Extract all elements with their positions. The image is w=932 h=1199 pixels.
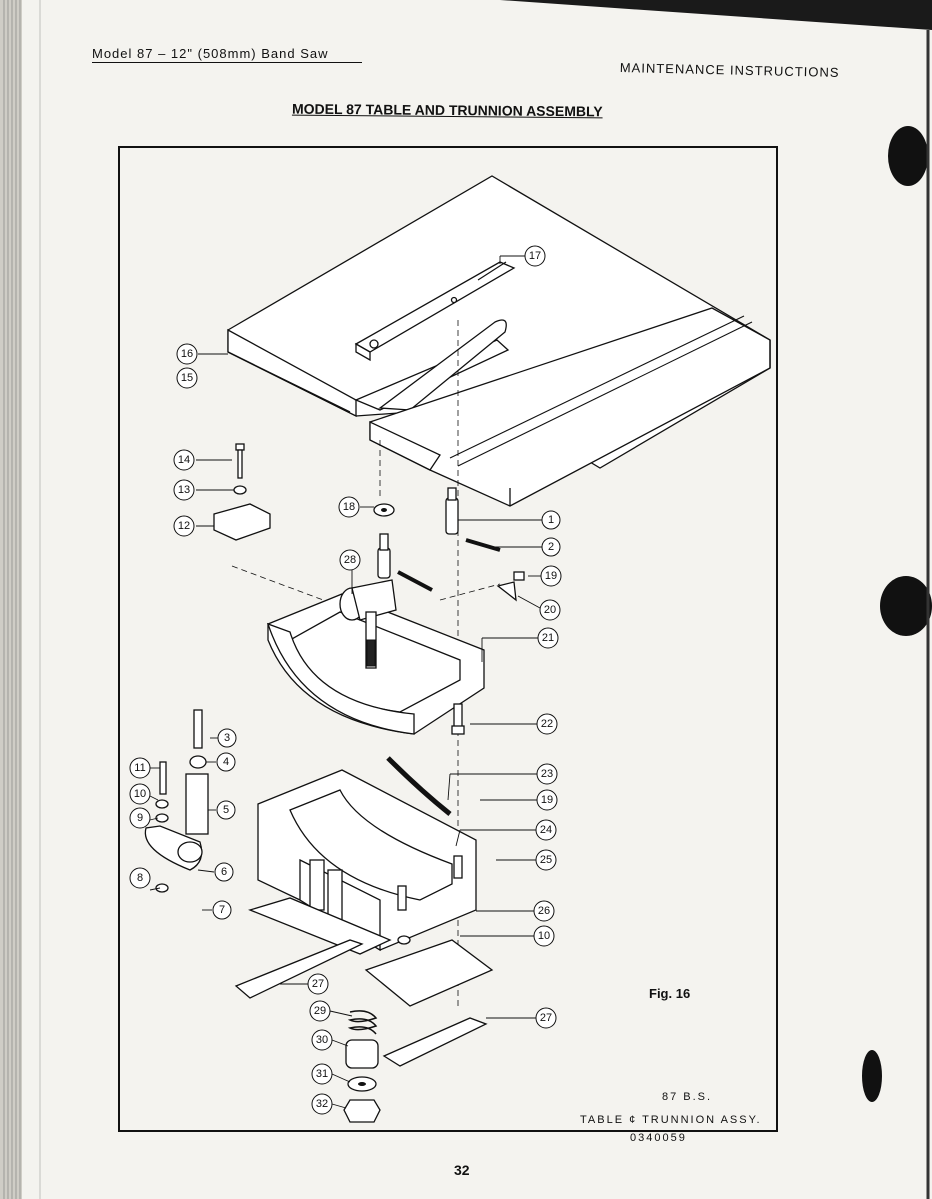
callout-6: 6 [214, 862, 234, 882]
callout-22: 22 [536, 713, 558, 735]
table-right-half [369, 307, 771, 507]
callout-11: 11 [129, 757, 151, 779]
callout-7: 7 [212, 900, 232, 920]
callout-26: 26 [533, 900, 555, 922]
svg-text:9: 9 [137, 812, 143, 824]
svg-text:31: 31 [316, 1068, 328, 1080]
leader-lines [149, 255, 542, 1109]
svg-text:15: 15 [181, 372, 193, 384]
svg-text:14: 14 [178, 454, 190, 466]
svg-text:8: 8 [137, 872, 143, 884]
svg-text:25: 25 [540, 854, 552, 866]
svg-text:13: 13 [178, 484, 190, 496]
header-model: Model 87 – 12" (508mm) Band Saw [92, 46, 362, 63]
svg-text:32: 32 [316, 1098, 328, 1110]
callout-24: 24 [535, 819, 557, 841]
callout-10-left: 10 [129, 783, 151, 805]
svg-text:4: 4 [223, 756, 229, 768]
svg-text:18: 18 [343, 501, 355, 513]
callout-28: 28 [339, 549, 361, 571]
svg-text:20: 20 [544, 604, 556, 616]
callout-16: 16 [176, 343, 198, 365]
bottom-stack [343, 1010, 381, 1123]
callout-19-lower: 19 [536, 789, 558, 811]
lower-trunnion [257, 756, 477, 952]
callout-4: 4 [216, 752, 236, 772]
upper-trunnion [266, 579, 485, 735]
table-insert-strip [354, 261, 516, 362]
svg-text:21: 21 [542, 632, 554, 644]
figure-frame [118, 146, 778, 1132]
callout-3: 3 [217, 728, 237, 748]
callout-27-left: 27 [307, 973, 329, 995]
callout-9: 9 [129, 807, 151, 829]
svg-text:23: 23 [541, 768, 553, 780]
svg-text:29: 29 [314, 1005, 326, 1017]
svg-text:30: 30 [316, 1034, 328, 1046]
callout-10-right: 10 [533, 925, 555, 947]
callout-29: 29 [309, 1000, 331, 1022]
callout-2: 2 [541, 537, 561, 557]
callout-32: 32 [311, 1093, 333, 1115]
svg-text:3: 3 [224, 732, 230, 744]
svg-text:6: 6 [221, 866, 227, 878]
drawing-caption-title: TABLE ¢ TRUNNION ASSY. [580, 1114, 762, 1126]
callout-13: 13 [173, 479, 195, 501]
svg-text:17: 17 [529, 250, 541, 262]
base-plates [234, 897, 494, 1067]
svg-text:24: 24 [540, 824, 552, 836]
svg-text:12: 12 [178, 520, 190, 532]
callout-31: 31 [311, 1063, 333, 1085]
callout-1: 1 [541, 510, 561, 530]
callout-23: 23 [536, 763, 558, 785]
callout-25: 25 [535, 849, 557, 871]
svg-text:11: 11 [134, 762, 145, 774]
small-parts [213, 443, 525, 602]
svg-text:27: 27 [540, 1012, 552, 1024]
left-hardware [144, 709, 209, 893]
callout-18: 18 [338, 496, 360, 518]
svg-text:26: 26 [538, 905, 550, 917]
drawing-caption-model: 87 B.S. [662, 1091, 713, 1103]
svg-text:27: 27 [312, 978, 324, 990]
svg-text:22: 22 [541, 718, 553, 730]
callout-27-right: 27 [535, 1007, 557, 1029]
callout-12: 12 [173, 515, 195, 537]
svg-text:7: 7 [219, 904, 225, 916]
callout-8: 8 [129, 867, 151, 889]
callout-21: 21 [537, 627, 559, 649]
svg-text:10: 10 [538, 930, 550, 942]
callout-20: 20 [539, 599, 561, 621]
drawing-caption-number: 0340059 [630, 1132, 687, 1144]
page-number: 32 [454, 1162, 470, 1178]
svg-text:28: 28 [344, 554, 356, 566]
callout-5: 5 [216, 800, 236, 820]
svg-text:19: 19 [545, 570, 557, 582]
svg-text:1: 1 [548, 514, 554, 526]
callout-17: 17 [524, 245, 546, 267]
svg-text:5: 5 [223, 804, 229, 816]
svg-text:2: 2 [548, 541, 554, 553]
figure-label: Fig. 16 [649, 986, 691, 1001]
svg-text:10: 10 [134, 788, 146, 800]
callout-30: 30 [311, 1029, 333, 1051]
svg-text:19: 19 [541, 794, 553, 806]
callout-14: 14 [173, 449, 195, 471]
svg-text:16: 16 [181, 348, 193, 360]
callout-15: 15 [176, 367, 198, 389]
callout-19: 19 [540, 565, 562, 587]
